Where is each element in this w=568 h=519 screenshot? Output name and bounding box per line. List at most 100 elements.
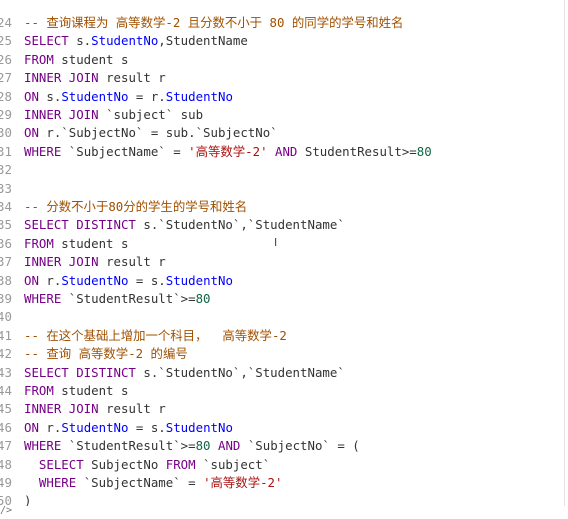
code-token-num: 80: [416, 143, 432, 159]
line-code[interactable]: SELECT SubjectNo FROM `subject`: [24, 456, 270, 474]
line-number: 48: [0, 456, 12, 472]
code-token-def: StudentNo: [165, 272, 233, 288]
code-token-txt: `StudentResult`>=: [61, 291, 196, 306]
line-code[interactable]: ): [24, 492, 31, 510]
code-token-kw: FROM: [24, 235, 54, 251]
code-token-kw: ON: [24, 272, 39, 288]
line-code[interactable]: ON s.StudentNo = r.StudentNo: [24, 88, 233, 106]
line-code[interactable]: SELECT DISTINCT s.`StudentNo`,`StudentNa…: [24, 216, 345, 234]
line-code[interactable]: FROM student s: [24, 51, 128, 69]
line-number: 38: [0, 272, 12, 288]
code-token-kw: WHERE: [38, 475, 77, 490]
code-token-kw: WHERE: [24, 291, 62, 306]
code-token-kw: AND: [217, 438, 241, 454]
line-code[interactable]: WHERE `SubjectName` = '高等数学-2': [24, 474, 283, 492]
code-token-txt: [24, 457, 39, 472]
code-token-num: 80: [195, 291, 211, 306]
code-line[interactable]: 40: [0, 308, 560, 326]
code-token-kw: INNER JOIN: [24, 70, 99, 86]
line-code[interactable]: FROM student s: [24, 235, 128, 253]
line-code[interactable]: WHERE `StudentResult`>=80 AND `SubjectNo…: [24, 437, 360, 455]
code-line[interactable]: 30 ON r.`SubjectNo` = sub.`SubjectNo`: [0, 124, 560, 142]
code-token-kw: FROM: [165, 456, 196, 472]
code-line[interactable]: 28 ON s.StudentNo = r.StudentNo: [0, 88, 560, 106]
line-code[interactable]: -- 在这个基础上增加一个科目， 高等数学-2: [24, 327, 287, 345]
line-number: 50: [0, 493, 12, 509]
line-code[interactable]: ON r.StudentNo = s.StudentNo: [24, 272, 233, 290]
code-line[interactable]: 49 WHERE `SubjectName` = '高等数学-2': [0, 474, 560, 492]
line-code[interactable]: SELECT DISTINCT s.`StudentNo`,`StudentNa…: [24, 364, 345, 382]
code-token-txt: s.: [38, 88, 62, 104]
code-token-txt: student s: [53, 51, 129, 67]
code-token-cm: -- 分数不小于80分的学生的学号和姓名: [24, 199, 248, 214]
code-token-txt: student s: [53, 383, 129, 398]
line-code[interactable]: ON r.`SubjectNo` = sub.`SubjectNo`: [24, 124, 278, 142]
code-token-kw: SELECT DISTINCT: [24, 217, 136, 233]
line-number: 30: [0, 125, 12, 141]
code-token-kw: FROM: [24, 383, 54, 398]
code-token-num: 80: [195, 438, 211, 454]
code-token-txt: = r.: [128, 88, 166, 104]
line-number: 44: [0, 383, 12, 398]
code-line[interactable]: 46 ON r.StudentNo = s.StudentNo: [0, 419, 560, 437]
line-code[interactable]: INNER JOIN result r: [24, 69, 166, 87]
line-code[interactable]: -- 分数不小于80分的学生的学号和姓名: [24, 198, 247, 216]
code-line[interactable]: 48 SELECT SubjectNo FROM `subject`: [0, 456, 560, 474]
line-number: 35: [0, 217, 12, 233]
code-line[interactable]: 25 SELECT s.StudentNo,StudentName: [0, 32, 560, 50]
code-token-txt: result r: [98, 401, 166, 417]
status-text: />: [0, 505, 13, 516]
line-code[interactable]: INNER JOIN `subject` sub: [24, 106, 203, 124]
code-line[interactable]: 41 -- 在这个基础上增加一个科目， 高等数学-2: [0, 327, 560, 345]
code-token-def: StudentNo: [61, 419, 129, 435]
line-code[interactable]: -- 查询 高等数学-2 的编号: [24, 345, 188, 363]
code-token-txt: = s.: [128, 419, 166, 435]
code-token-txt: `SubjectName` =: [76, 475, 204, 490]
code-token-txt: r.`SubjectNo` = sub.`SubjectNo`: [38, 125, 278, 141]
code-line[interactable]: 34 -- 分数不小于80分的学生的学号和姓名: [0, 198, 560, 216]
line-code[interactable]: INNER JOIN result r: [24, 400, 166, 418]
code-line[interactable]: 32: [0, 161, 560, 179]
code-line[interactable]: 38 ON r.StudentNo = s.StudentNo: [0, 272, 560, 290]
code-token-txt: result r: [98, 254, 166, 270]
code-token-txt: `StudentResult`>=: [61, 438, 196, 454]
code-line[interactable]: 42-- 查询 高等数学-2 的编号: [0, 345, 560, 363]
line-number: 29: [0, 107, 12, 122]
code-line[interactable]: 29 INNER JOIN `subject` sub: [0, 106, 560, 124]
line-code[interactable]: WHERE `StudentResult`>=80: [24, 290, 211, 308]
code-line[interactable]: 33: [0, 180, 560, 198]
line-code[interactable]: SELECT s.StudentNo,StudentName: [24, 32, 248, 50]
line-code[interactable]: WHERE `SubjectName` = '高等数学-2' AND Stude…: [24, 143, 432, 161]
code-line[interactable]: 50): [0, 492, 560, 510]
code-line[interactable]: 24-- 查询课程为 高等数学-2 且分数不小于 80 的同学的学号和姓名: [0, 14, 560, 32]
line-number: 34: [0, 199, 12, 214]
code-token-kw: WHERE: [24, 143, 62, 159]
code-token-kw: WHERE: [24, 438, 62, 454]
code-line[interactable]: 35 SELECT DISTINCT s.`StudentNo`,`Student…: [0, 216, 560, 234]
line-code[interactable]: -- 查询课程为 高等数学-2 且分数不小于 80 的同学的学号和姓名: [24, 14, 403, 32]
line-number: 28: [0, 88, 12, 104]
line-number: 25: [0, 33, 12, 49]
code-token-kw: ON: [24, 88, 39, 104]
line-code[interactable]: INNER JOIN result r: [24, 253, 166, 271]
line-number: 41: [0, 327, 12, 343]
code-token-def: StudentNo: [61, 272, 129, 288]
code-token-txt: `SubjectNo` = (: [240, 438, 360, 454]
line-code[interactable]: FROM student s: [24, 382, 128, 400]
line-number: 46: [0, 419, 12, 435]
code-token-txt: ,StudentName: [158, 33, 248, 49]
code-token-txt: SubjectNo: [83, 456, 166, 472]
code-line[interactable]: 44 FROM student s: [0, 382, 560, 400]
code-token-kw: SELECT: [24, 33, 69, 49]
line-code[interactable]: ON r.StudentNo = s.StudentNo: [24, 419, 233, 437]
